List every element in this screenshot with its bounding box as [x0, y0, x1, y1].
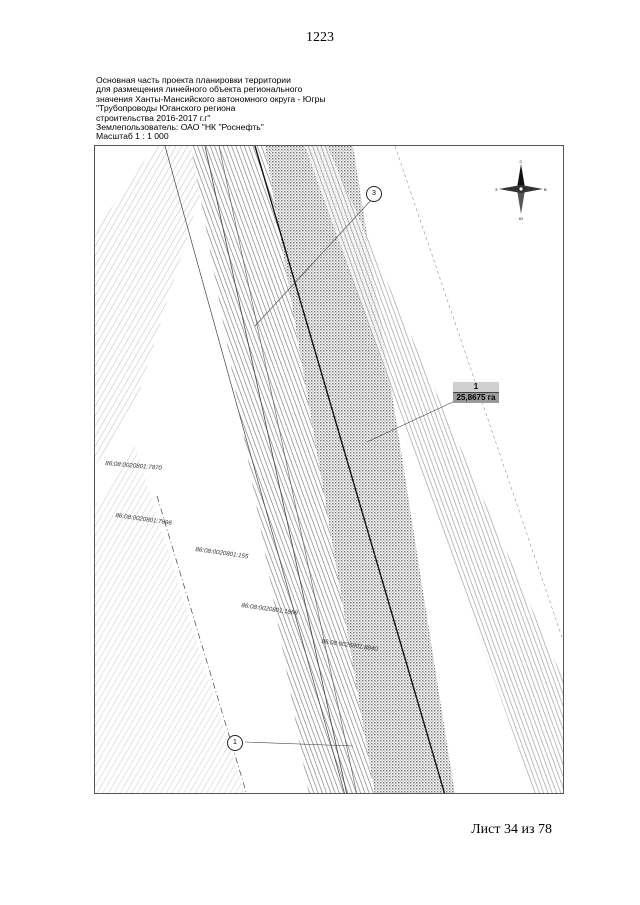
- title-line: Основная часть проекта планировки террит…: [96, 75, 291, 85]
- area-label: 1 25,8675 га: [453, 382, 499, 403]
- parcel-band-far-left: [95, 446, 245, 793]
- svg-text:С: С: [520, 160, 523, 164]
- title-line: строительства 2016-2017 г.г": [96, 112, 211, 123]
- leader-callout-1: [244, 741, 354, 747]
- area-value: 25,8675 га: [453, 392, 499, 403]
- area-number: 1: [453, 382, 499, 392]
- corridor-main: [191, 146, 375, 793]
- page-number: 1223: [306, 30, 334, 45]
- compass-icon: С Ю З В: [495, 160, 547, 220]
- svg-text:Ю: Ю: [519, 216, 523, 220]
- pipeline-axis: [254, 146, 446, 793]
- map-frame: 3 1 1 25,8675 га 86:08:0020801:7870 86:0…: [94, 145, 564, 794]
- map-drawing: [95, 146, 563, 793]
- land-user-line: Землепользователь: ОАО "НК "Роснефть": [96, 122, 264, 133]
- title-line: значения Ханты-Мансийского автономного о…: [96, 93, 326, 104]
- callout-3: 3: [366, 186, 382, 202]
- svg-text:В: В: [544, 187, 547, 192]
- title-line: "Трубопроводы Юганского региона: [96, 103, 236, 114]
- corridor-right: [305, 146, 563, 793]
- callout-1: 1: [227, 735, 243, 751]
- title-block: Основная часть проекта планировки террит…: [96, 75, 366, 142]
- leader-area: [366, 399, 458, 443]
- title-line: для размещения линейного объекта региона…: [96, 84, 303, 95]
- parcel-band-left: [95, 146, 215, 466]
- leader-callout-3: [254, 197, 374, 327]
- sheet-number: Лист 34 из 78: [471, 822, 552, 837]
- scale-line: Масштаб 1 : 1 000: [96, 131, 169, 142]
- corridor-dense: [265, 146, 455, 793]
- svg-text:З: З: [495, 187, 498, 192]
